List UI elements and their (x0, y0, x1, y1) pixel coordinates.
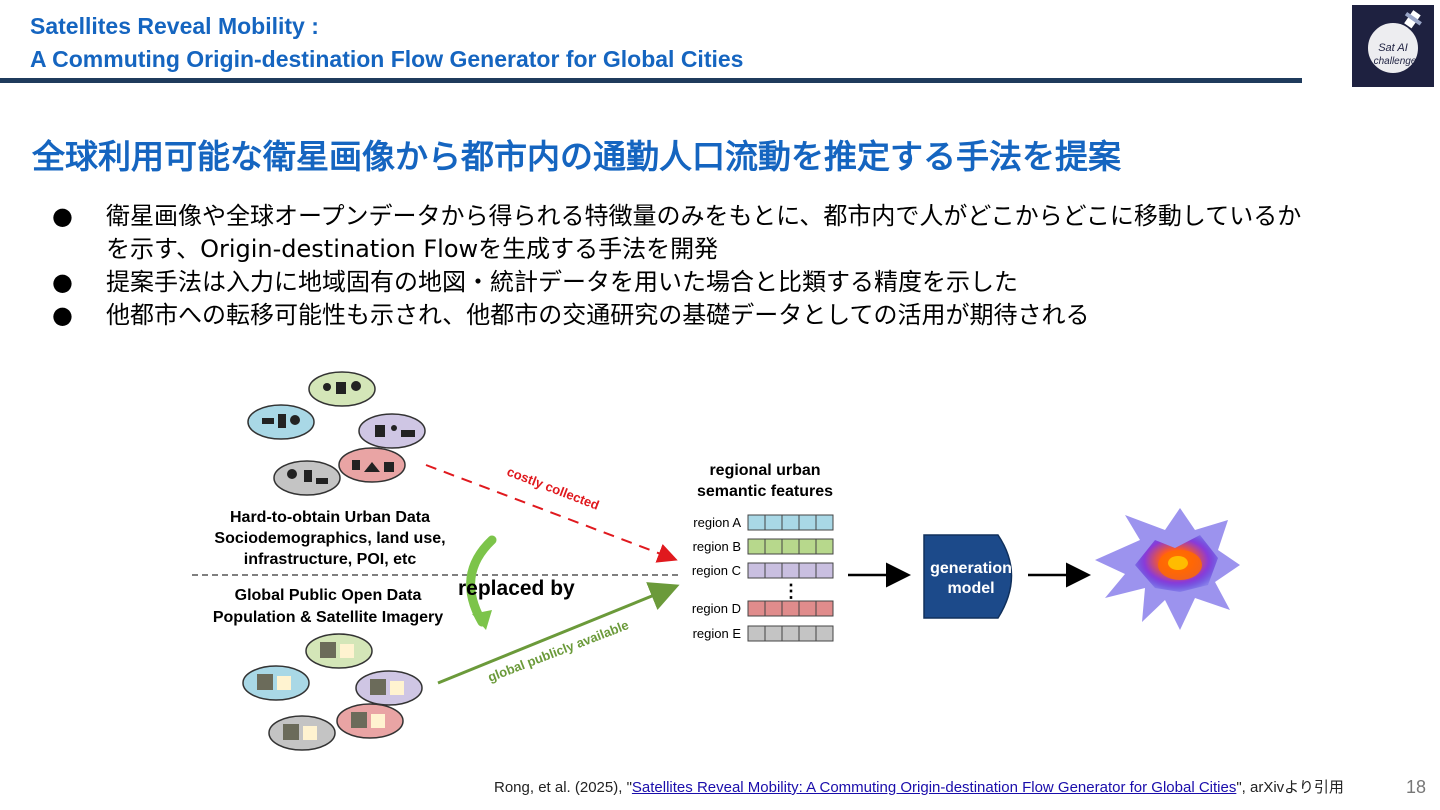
region-feature-cell (815, 600, 834, 617)
region-feature-cell (764, 625, 783, 642)
region-feature-cell (747, 538, 766, 555)
region-feature-cell (781, 538, 800, 555)
citation-suffix: ", arXivより引用 (1236, 779, 1344, 796)
urban-icons (262, 381, 415, 484)
bullet-marker: ● (52, 202, 73, 230)
hard-data-title: Hard-to-obtain Urban Data (230, 509, 430, 526)
region-feature-cell (781, 514, 800, 531)
region-feature-cell (798, 600, 817, 617)
ellipse-red-2 (336, 703, 404, 739)
satellite-thumbnails (257, 642, 404, 740)
region-feature-cell (815, 514, 834, 531)
region-feature-cell (764, 538, 783, 555)
ellipse-gray-2 (268, 715, 336, 751)
region-label: region A (693, 515, 741, 530)
bullet-list: ● 衛星画像や全球オープンデータから得られる特徴量のみをもとに、都市内で人がどこ… (52, 200, 1412, 332)
hard-data-line2: Sociodemographics, land use, (214, 530, 445, 547)
slide-title: Satellites Reveal Mobility : A Commuting… (30, 10, 1230, 76)
ellipse-purple (358, 413, 426, 449)
citation: Rong, et al. (2025), "Satellites Reveal … (494, 776, 1344, 797)
ellipse-blue-2 (242, 665, 310, 701)
logo-text-2: challenge (1374, 56, 1417, 67)
region-feature-cell (815, 625, 834, 642)
satai-challenge-logo: Sat AI challenge (1352, 5, 1434, 87)
region-feature-cell (815, 538, 834, 555)
global-available-label: global publicly available (486, 617, 631, 685)
urban-data-ellipses (247, 371, 426, 496)
region-feature-cell (764, 562, 783, 579)
open-data-line2: Population & Satellite Imagery (213, 609, 443, 626)
region-feature-cell (781, 562, 800, 579)
bullet-item-2: ● 提案手法は入力に地域固有の地図・統計データを用いた場合と比類する精度を示した (52, 266, 1412, 299)
headline: 全球利用可能な衛星画像から都市内の通勤人口流動を推定する手法を提案 (32, 137, 1121, 176)
features-title-line1: regional urban (709, 462, 820, 479)
method-diagram: Hard-to-obtain Urban Data Sociodemograph… (192, 371, 1240, 751)
generation-model-box (923, 534, 1013, 619)
replaced-by-arrowhead (472, 610, 492, 630)
region-feature-cell (747, 562, 766, 579)
region-feature-rows: region A region B region C region D region E (692, 514, 834, 642)
slide-title-line2: A Commuting Origin-destination Flow Gene… (30, 46, 744, 72)
replaced-by-arrow (466, 535, 497, 627)
region-feature-cell (747, 514, 766, 531)
costly-collected-arrow (425, 464, 678, 563)
ellipse-purple-2 (355, 670, 423, 706)
features-title-line2: semantic features (697, 483, 833, 500)
logo-text-1: Sat AI (1378, 42, 1408, 54)
replaced-by-label: replaced by (458, 577, 575, 600)
open-data-title: Global Public Open Data (235, 587, 422, 604)
ellipse-green-2 (305, 633, 373, 669)
region-feature-cell (764, 514, 783, 531)
slide-title-line1: Satellites Reveal Mobility : (30, 13, 319, 39)
region-feature-cell (747, 600, 766, 617)
global-available-arrow (437, 582, 680, 685)
region-label: region C (692, 563, 741, 578)
generation-model-line1: generation (930, 560, 1012, 577)
region-label: region D (692, 601, 741, 616)
region-label: region E (693, 626, 742, 641)
bullet-marker: ● (52, 301, 73, 329)
generation-model-line2: model (947, 580, 994, 597)
bullet-marker: ● (52, 268, 73, 296)
region-ellipsis: ⋮ (782, 581, 800, 601)
costly-collected-label: costly collected (505, 464, 601, 513)
region-feature-cell (781, 600, 800, 617)
region-feature-cell (798, 562, 817, 579)
region-feature-cell (798, 514, 817, 531)
title-underline-bar (0, 78, 1302, 83)
region-feature-cell (764, 600, 783, 617)
region-feature-cell (781, 625, 800, 642)
region-label: region B (693, 539, 741, 554)
bullet-1-line1: 衛星画像や全球オープンデータから得られる特徴量のみをもとに、都市内で人がどこから… (106, 202, 1302, 230)
hard-data-line3: infrastructure, POI, etc (244, 551, 417, 568)
bullet-item-1: ● 衛星画像や全球オープンデータから得られる特徴量のみをもとに、都市内で人がどこ… (52, 200, 1412, 266)
region-feature-cell (798, 538, 817, 555)
open-data-ellipses (242, 633, 423, 751)
bullet-2-text: 提案手法は入力に地域固有の地図・統計データを用いた場合と比類する精度を示した (106, 268, 1018, 296)
region-feature-cell (815, 562, 834, 579)
region-feature-cell (747, 625, 766, 642)
bullet-1-line2: を示す、Origin-destination Flowを生成する手法を開発 (106, 235, 719, 263)
citation-prefix: Rong, et al. (2025), " (494, 779, 632, 796)
bullet-item-3: ● 他都市への転移可能性も示され、他都市の交通研究の基礎データとしての活用が期待… (52, 299, 1412, 332)
citation-link[interactable]: Satellites Reveal Mobility: A Commuting … (631, 779, 1237, 796)
od-flow-visualization (1095, 508, 1240, 630)
region-feature-cell (798, 625, 817, 642)
page-number: 18 (1406, 777, 1427, 797)
bullet-3-text: 他都市への転移可能性も示され、他都市の交通研究の基礎データとしての活用が期待され… (106, 301, 1090, 329)
